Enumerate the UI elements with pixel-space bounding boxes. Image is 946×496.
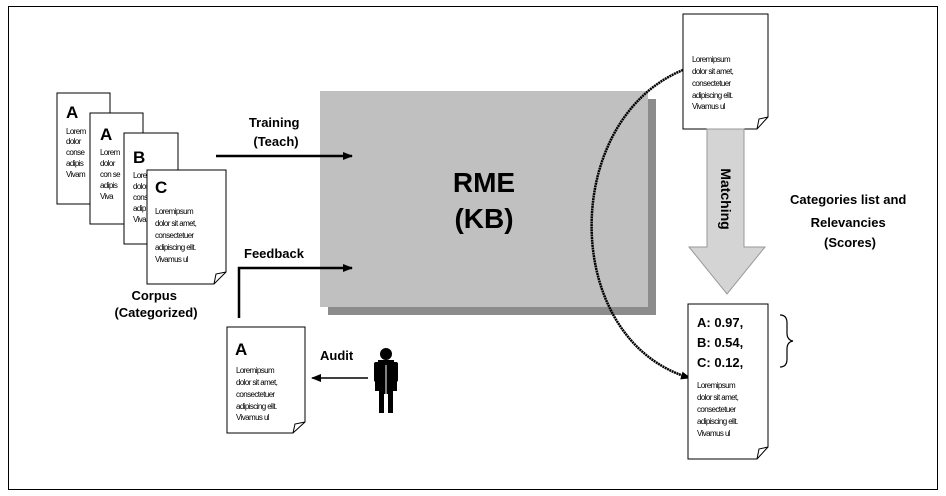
matching-curve xyxy=(590,68,691,380)
svg-text:Loremipsum dolor sit ame: Loremipsum dolor sit amet, consectetuer … xyxy=(697,381,740,438)
corpus-doc-b-letter: B xyxy=(133,148,145,167)
audit-doc-line: dolor sit amet, xyxy=(236,378,278,387)
corpus-doc-a-1-letter: A xyxy=(66,103,78,122)
corpus-doc-b-line: adip xyxy=(133,204,147,213)
corpus-doc-b-line: conse xyxy=(133,193,152,202)
output-doc-line: Vivamus ul xyxy=(697,429,731,438)
feedback-arrow: Feedback xyxy=(237,246,353,318)
audit-label: Audit xyxy=(320,348,354,363)
audit-doc-letter: A xyxy=(235,340,247,359)
output-doc-line: dolor sit amet, xyxy=(697,393,739,402)
matching-arrow: Matching xyxy=(687,128,767,295)
corpus-doc-a-2-line: Viva xyxy=(100,192,114,201)
svg-text:Lorem dolor co: Lorem dolor con se adipis Viva xyxy=(100,148,122,201)
svg-text:Loremipsum dolor sit ame: Loremipsum dolor sit amet, consectetuer … xyxy=(236,366,279,422)
person-icon xyxy=(374,348,398,413)
corpus-doc-c-letter: C xyxy=(155,178,167,197)
score-b: B: 0.54, xyxy=(697,335,743,350)
corpus-doc-a-2-line: dolor xyxy=(100,159,116,168)
rme-subtitle: (KB) xyxy=(454,203,513,234)
categories-label: Categories list and Relevancies (Scores) xyxy=(790,192,910,250)
corpus-label-line1: Corpus xyxy=(131,288,177,303)
corpus-doc-c-line: Vivamus ul xyxy=(155,255,189,264)
audit-arrow: Audit xyxy=(311,348,368,382)
corpus-doc-a-1-line: dolor xyxy=(66,137,82,146)
categories-label-line3: (Scores) xyxy=(824,235,876,250)
corpus-doc-b-line: Viva xyxy=(133,215,147,224)
svg-text:Lorem dolor co: Lorem dolor conse adipis Vivam xyxy=(66,127,87,179)
input-doc-line: Vivamus ul xyxy=(692,102,726,111)
audit-doc-line: Vivamus ul xyxy=(236,413,270,422)
output-doc: A: 0.97, B: 0.54, C: 0.12, Loremipsum do… xyxy=(687,303,769,460)
training-label-line2: (Teach) xyxy=(253,134,298,149)
audit-doc-line: adipiscing elit. xyxy=(236,402,277,411)
corpus-doc-b-line: dolor xyxy=(133,182,149,191)
output-doc-line: Loremipsum xyxy=(697,381,736,390)
input-doc-line: Loremipsum xyxy=(692,55,731,64)
audit-doc: A Loremipsum dolor sit amet, consectetue… xyxy=(226,326,306,434)
corpus-doc-a-2-line: con se xyxy=(100,170,121,179)
input-doc-line: dolor sit amet, xyxy=(692,67,734,76)
corpus-doc-c-line: dolor sit amet, xyxy=(155,219,197,228)
rme-title: RME xyxy=(453,167,515,198)
categories-label-line2: Relevancies xyxy=(811,215,886,230)
matching-label: Matching xyxy=(718,168,734,229)
output-doc-line: consectetuer xyxy=(697,405,737,414)
input-doc: Loremipsum dolor sit amet, consectetuer … xyxy=(682,13,769,130)
training-arrow: Training (Teach) xyxy=(216,115,353,160)
corpus-doc-c: C Loremipsum dolor sit amet, consectetue… xyxy=(146,169,227,285)
corpus-doc-a-1-line: Lorem xyxy=(66,127,87,136)
input-doc-line: consectetuer xyxy=(692,79,732,88)
rme-box: RME (KB) xyxy=(320,91,656,315)
score-a: A: 0.97, xyxy=(697,315,743,330)
svg-text:Lore dolor con: Lore dolor conse adip Viva xyxy=(133,171,153,224)
corpus-doc-a-2-letter: A xyxy=(100,125,112,144)
categories-label-line1: Categories list and xyxy=(790,192,906,207)
corpus-doc-c-line: adipiscing elit. xyxy=(155,243,196,252)
input-doc-line: adipiscing elit. xyxy=(692,91,733,100)
svg-text:A: 0.97, B: 0.54,: A: 0.97, B: 0.54, C: 0.12, xyxy=(697,315,747,370)
corpus-doc-a-1-line: Vivam xyxy=(66,170,86,179)
corpus-label: Corpus (Categorized) xyxy=(114,288,197,320)
corpus-doc-c-line: consectetuer xyxy=(155,231,195,240)
corpus-doc-c-line: Loremipsum xyxy=(155,207,194,216)
corpus-label-line2: (Categorized) xyxy=(114,305,197,320)
corpus-stack: A Lorem dolor conse adipis Vivam A Lorem… xyxy=(56,92,227,320)
corpus-doc-a-2-line: Lorem xyxy=(100,148,121,157)
output-doc-line: adipiscing elit. xyxy=(697,417,738,426)
corpus-doc-a-1-line: adipis xyxy=(66,159,84,168)
svg-text:Loremipsum dolor sit ame: Loremipsum dolor sit amet, consectetuer … xyxy=(692,55,735,111)
corpus-doc-b-line: Lore xyxy=(133,171,148,180)
corpus-doc-a-2-line: adipis xyxy=(100,181,118,190)
audit-doc-line: Loremipsum xyxy=(236,366,275,375)
svg-text:Loremipsum dolor sit a: Loremipsum dolor sit amet, consectetuer … xyxy=(155,207,198,264)
audit-doc-line: consectetuer xyxy=(236,390,276,399)
score-c: C: 0.12, xyxy=(697,355,743,370)
training-label: Training (Teach) xyxy=(249,115,303,149)
feedback-label: Feedback xyxy=(244,246,305,261)
scores-brace xyxy=(779,314,794,368)
corpus-doc-a-1-line: conse xyxy=(66,148,85,157)
training-label-line1: Training xyxy=(249,115,300,130)
